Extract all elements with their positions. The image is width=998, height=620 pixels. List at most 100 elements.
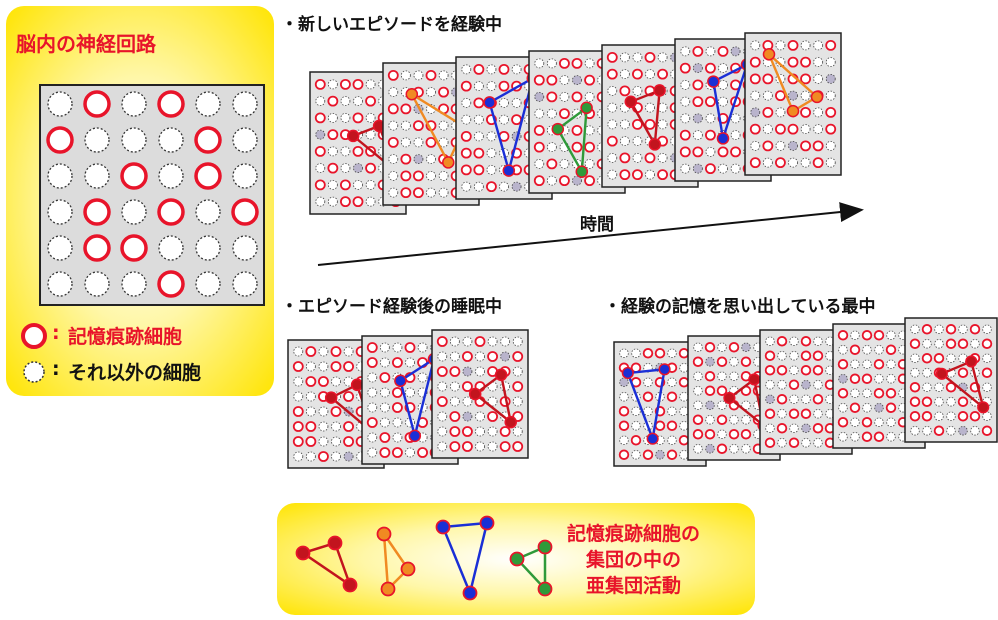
memory-cell — [584, 141, 595, 153]
assembly-cell — [350, 378, 364, 392]
memory-cell — [533, 175, 545, 187]
other-cell — [534, 91, 545, 102]
other-cell — [353, 163, 363, 174]
other-cell — [413, 154, 424, 165]
other-cell — [946, 397, 956, 407]
other-cell — [705, 357, 715, 367]
other-cell — [473, 81, 484, 92]
memory-cell — [352, 78, 364, 90]
other-cell — [546, 58, 557, 69]
other-cell — [486, 64, 497, 75]
other-cell — [850, 330, 860, 340]
other-cell — [922, 339, 932, 349]
other-cell — [825, 73, 836, 84]
memory-cell — [449, 366, 461, 377]
other-cell — [379, 387, 390, 398]
other-cell — [789, 365, 799, 375]
other-cell — [340, 146, 351, 157]
other-cell — [426, 187, 436, 198]
other-cell — [379, 417, 390, 428]
memory-cell — [800, 140, 811, 152]
memory-cell — [764, 408, 776, 419]
other-cell — [631, 406, 641, 416]
other-cell — [679, 421, 689, 431]
other-cell — [934, 339, 944, 349]
other-cell — [353, 179, 363, 190]
memory-cell — [776, 336, 788, 347]
memory-cell — [849, 344, 861, 355]
memory-cell — [314, 112, 326, 124]
memory-cell — [340, 78, 351, 90]
assembly-edges — [727, 377, 766, 429]
memory-cell — [945, 324, 957, 335]
memory-cell — [559, 108, 570, 120]
assembly-cell — [648, 138, 662, 151]
assembly-edges — [939, 359, 986, 411]
other-cell — [405, 357, 415, 368]
other-cell — [388, 187, 399, 198]
other-cell — [392, 417, 403, 428]
memory-cell — [449, 411, 461, 422]
other-cell — [232, 91, 258, 117]
other-cell — [886, 330, 896, 340]
other-cell — [413, 137, 424, 148]
other-cell — [405, 387, 415, 398]
other-cell — [813, 409, 823, 419]
other-cell — [680, 163, 691, 174]
other-cell — [777, 380, 787, 390]
other-cell — [762, 90, 773, 101]
memory-cell — [642, 348, 654, 359]
other-cell — [449, 396, 460, 407]
recall-heading: ・経験の記憶を思い出している最中 — [604, 297, 876, 317]
memory-cell — [584, 175, 595, 187]
assembly-edges — [767, 53, 820, 113]
memory-cell — [762, 140, 774, 152]
other-cell — [232, 163, 258, 189]
other-cell — [813, 73, 824, 84]
other-cell — [487, 426, 498, 437]
memory-cell — [873, 431, 885, 442]
other-cell — [318, 406, 329, 417]
memory-cell — [788, 437, 800, 448]
other-cell — [572, 75, 582, 86]
other-cell — [765, 394, 775, 404]
other-cell — [730, 46, 741, 57]
other-cell — [910, 353, 920, 363]
other-cell — [475, 351, 485, 362]
other-cell — [777, 351, 787, 361]
other-cell — [922, 426, 932, 436]
other-cell — [449, 336, 460, 347]
other-cell — [475, 441, 485, 452]
other-cell — [365, 179, 376, 190]
other-cell — [800, 157, 811, 168]
assembly-cell — [707, 75, 720, 88]
other-cell — [789, 423, 799, 433]
assembly-cell — [977, 401, 990, 414]
other-cell — [801, 423, 811, 433]
memory-cell — [740, 429, 752, 440]
memory-cell — [644, 152, 656, 164]
memory-cell — [318, 376, 329, 387]
memory-cell — [825, 39, 837, 51]
other-cell — [559, 91, 570, 102]
other-cell — [365, 129, 376, 140]
assembly-cell — [748, 373, 761, 386]
other-cell — [462, 411, 473, 422]
memory-cell — [800, 408, 812, 419]
memory-cell — [449, 426, 461, 437]
other-cell — [559, 158, 570, 169]
memory-cell — [512, 351, 524, 362]
other-cell — [667, 435, 677, 445]
memory-cell — [400, 170, 412, 182]
other-cell — [437, 426, 448, 437]
memory-cell — [885, 402, 897, 413]
memory-cell — [571, 124, 583, 136]
other-cell — [158, 235, 184, 261]
other-cell — [825, 90, 836, 101]
other-cell — [788, 157, 798, 168]
other-cell — [305, 361, 316, 372]
other-cell — [789, 336, 799, 346]
memory-cell — [352, 196, 364, 208]
other-cell — [158, 163, 184, 189]
other-cell — [946, 426, 956, 436]
